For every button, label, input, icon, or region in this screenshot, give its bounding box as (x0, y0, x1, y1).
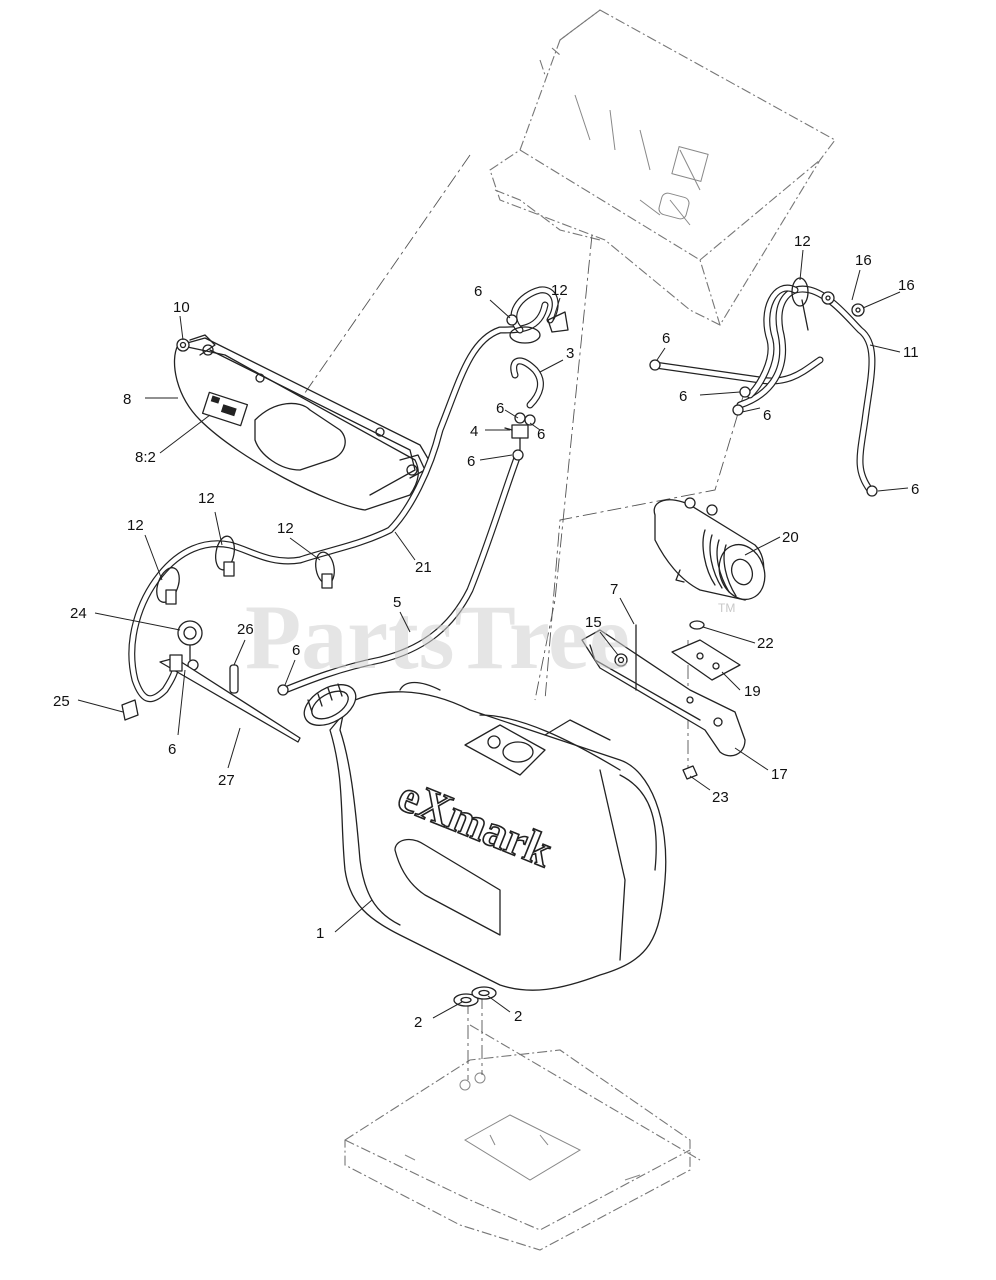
pin-26 (229, 664, 239, 694)
callout-12: 12 (794, 233, 811, 250)
leader-lines (77, 249, 909, 1019)
hose-clamp-left-2 (215, 535, 235, 577)
callout-12: 12 (551, 282, 568, 299)
alignment-lines (299, 154, 746, 1080)
callout-20: 20 (782, 529, 799, 546)
callout-17: 17 (771, 766, 788, 783)
callout-25: 25 (53, 693, 70, 710)
frame-phantom-top (489, 9, 836, 326)
callout-6: 6 (292, 642, 300, 659)
fitting-6-l (277, 684, 289, 696)
callout-6: 6 (662, 330, 670, 347)
fitting-16-a (821, 291, 835, 305)
fitting-6-r1 (649, 359, 661, 371)
callout-21: 21 (415, 559, 432, 576)
callout-2: 2 (414, 1014, 422, 1031)
callout-16: 16 (898, 277, 915, 294)
elbow-fitting-25 (121, 699, 139, 721)
callout-15: 15 (585, 614, 602, 631)
svg-text:TM: TM (718, 601, 735, 615)
fitting-6-r2 (739, 386, 751, 398)
strap-27 (159, 654, 301, 743)
callout-16: 16 (855, 252, 872, 269)
floor-plate-phantom (344, 1024, 701, 1251)
callout-12: 12 (198, 490, 215, 507)
callout-11: 11 (903, 344, 919, 361)
hose-clamp-left-1 (156, 567, 180, 605)
callout-8: 8 (123, 391, 131, 408)
hose-3 (510, 357, 544, 409)
callout-22: 22 (757, 635, 774, 652)
carbon-canister-20 (653, 497, 766, 601)
callout-6: 6 (168, 741, 176, 758)
callout-3: 3 (566, 345, 574, 362)
fuel-hose-5 (281, 451, 522, 694)
callout-10: 10 (173, 299, 190, 316)
callout-19: 19 (744, 683, 761, 700)
callout-4: 4 (470, 423, 478, 440)
fitting-6-r3 (732, 404, 744, 416)
callout-6: 6 (474, 283, 482, 300)
fitting-6-c (524, 414, 536, 426)
nut-22 (689, 620, 705, 630)
fitting-6-b (512, 449, 524, 461)
nut-15 (614, 653, 628, 667)
callout-27: 27 (218, 772, 235, 789)
fuel-tank-1 (303, 681, 667, 991)
hose-clamp-left-3 (315, 551, 335, 589)
callout-5: 5 (393, 594, 401, 611)
tee-fitting-4 (504, 424, 529, 451)
decal (201, 391, 249, 427)
grommet-2-b (471, 986, 497, 1000)
callout-12: 12 (277, 520, 294, 537)
callout-7: 7 (610, 581, 618, 598)
callout-8-2: 8:2 (135, 449, 156, 466)
hose-clamp-top (509, 311, 569, 344)
fitting-6-a (514, 412, 526, 424)
vent-hose-21 (128, 301, 549, 703)
callout-1: 1 (316, 925, 324, 942)
rollover-valve-24 (177, 620, 203, 661)
fitting-6-r4 (866, 485, 878, 497)
callout-labels: 10 8 8:2 6 12 3 6 4 6 6 12 16 16 11 6 6 … (53, 233, 919, 1031)
fitting-16-b (851, 303, 865, 317)
callout-6: 6 (911, 481, 919, 498)
callout-2: 2 (514, 1008, 522, 1025)
callout-6: 6 (496, 400, 504, 417)
bracket-19 (671, 639, 741, 681)
callout-24: 24 (70, 605, 87, 622)
bolt-23 (682, 765, 698, 780)
callout-6: 6 (537, 426, 545, 443)
callout-23: 23 (712, 789, 729, 806)
callout-6: 6 (679, 388, 687, 405)
callout-12: 12 (127, 517, 144, 534)
fastener-10 (176, 338, 190, 352)
callout-6: 6 (763, 407, 771, 424)
watermark: PartsTree TM (245, 586, 735, 688)
hose-11 (651, 284, 876, 494)
svg-text:PartsTree: PartsTree (245, 586, 630, 688)
callout-26: 26 (237, 621, 254, 638)
callout-6: 6 (467, 453, 475, 470)
fuel-tank-cover (173, 334, 431, 511)
